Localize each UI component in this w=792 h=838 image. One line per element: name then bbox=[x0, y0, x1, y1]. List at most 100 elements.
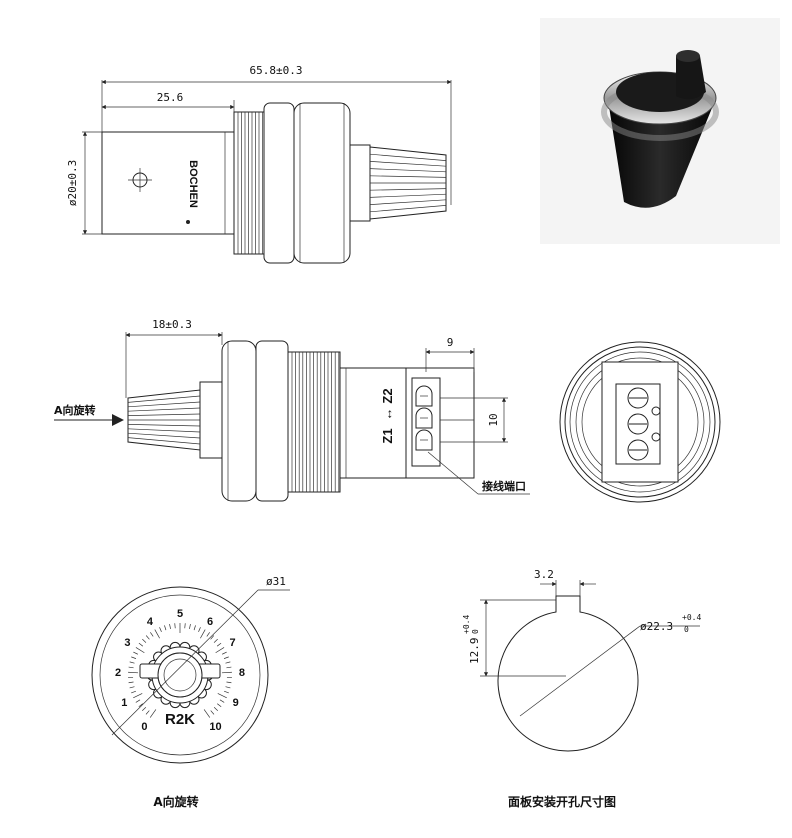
dial-tick bbox=[149, 709, 157, 718]
z1-label: Z1 bbox=[380, 428, 395, 443]
dim-key-height-tol-upper: +0.4 bbox=[462, 615, 471, 634]
dim-key-height: 12.9 bbox=[468, 638, 481, 665]
dial-tick bbox=[222, 651, 227, 655]
knob-ridge bbox=[369, 168, 447, 173]
dial-number: 2 bbox=[115, 667, 121, 679]
knob-ridge bbox=[127, 424, 201, 427]
dial-tick bbox=[213, 707, 219, 711]
knob-ridge bbox=[127, 395, 201, 403]
dial-tick bbox=[189, 623, 191, 630]
dial-number: 4 bbox=[147, 616, 154, 628]
dial-tick bbox=[225, 686, 231, 689]
knob-ridge bbox=[127, 428, 201, 433]
dial-tick bbox=[145, 635, 150, 640]
knob-ridge bbox=[369, 175, 447, 178]
dial-tick bbox=[128, 681, 134, 684]
knob-ridge bbox=[127, 413, 201, 416]
dial-tick bbox=[135, 647, 145, 654]
dial-tick bbox=[216, 642, 222, 647]
direction-label: A向旋转 bbox=[54, 403, 96, 417]
dim-key-width: 3.2 bbox=[534, 568, 554, 581]
dial-tick bbox=[226, 666, 232, 669]
dial-number: 8 bbox=[239, 667, 245, 679]
dial-tick bbox=[128, 671, 139, 674]
dial-tick bbox=[135, 699, 141, 703]
dial-model-label: R2K bbox=[165, 711, 195, 728]
dial-tick bbox=[133, 693, 143, 699]
side-view-top: 65.8±0.3 25.6 ø20±0.3 BOCHEN bbox=[66, 64, 452, 264]
brand-dot bbox=[186, 220, 190, 224]
dim-body-length: 25.6 bbox=[157, 91, 184, 104]
product-photo bbox=[540, 18, 780, 244]
dial-number: 10 bbox=[209, 721, 221, 733]
dial-number: 5 bbox=[177, 608, 183, 620]
dial-tick bbox=[221, 671, 232, 674]
knob-ridge bbox=[369, 205, 447, 213]
dial-tick bbox=[225, 661, 231, 664]
dial-tick bbox=[200, 629, 206, 639]
dial-tick bbox=[154, 629, 160, 639]
dial-tick bbox=[138, 642, 144, 647]
dial-tick bbox=[138, 703, 143, 708]
dial-tick bbox=[215, 647, 225, 654]
knob-ridge bbox=[127, 432, 201, 439]
z2-label: Z2 bbox=[380, 388, 395, 403]
dial-tick bbox=[129, 661, 135, 664]
knob-ridge bbox=[369, 193, 447, 198]
dial-tick bbox=[131, 690, 137, 694]
rear-view bbox=[559, 341, 721, 503]
dial-tick bbox=[142, 638, 147, 643]
knob-ridge bbox=[369, 188, 447, 191]
knob-ridge bbox=[369, 161, 447, 167]
dial-tick bbox=[223, 656, 229, 659]
dial-tick bbox=[141, 707, 147, 711]
knob-ridge bbox=[369, 153, 447, 161]
dial-tick bbox=[217, 693, 227, 699]
dial-tick bbox=[193, 625, 196, 631]
dim-diameter: ø20±0.3 bbox=[66, 160, 79, 206]
dial-tick bbox=[226, 681, 232, 684]
dim-terminal-pitch: 10 bbox=[487, 413, 500, 426]
dial-view: 0 1 2 3 4 5 6 7 8 9 10 R2K ø31 bbox=[91, 575, 290, 764]
dial-tick bbox=[129, 686, 135, 689]
z-arrow-icon: ↔ bbox=[380, 408, 395, 421]
dial-number: 0 bbox=[141, 721, 147, 733]
dim-overall-length: 65.8±0.3 bbox=[250, 64, 303, 77]
terminal-port-label: 接线端口 bbox=[482, 479, 526, 493]
dial-tick bbox=[206, 632, 210, 637]
dial-tick bbox=[164, 625, 167, 631]
dial-tick bbox=[145, 710, 150, 715]
dial-number: 3 bbox=[124, 637, 130, 649]
caption-panel-cutout: 面板安装开孔尺寸图 bbox=[508, 794, 616, 809]
brand-label: BOCHEN bbox=[187, 160, 199, 208]
dial-tick bbox=[128, 666, 134, 669]
dial-tick bbox=[174, 623, 176, 629]
knob-ridge bbox=[369, 199, 447, 205]
dial-tick bbox=[133, 651, 138, 655]
dial-tick bbox=[210, 710, 215, 715]
dial-tick bbox=[131, 656, 137, 659]
dial-tick bbox=[217, 703, 222, 708]
dial-tick bbox=[150, 632, 154, 637]
dim-knob-offset: 18±0.3 bbox=[152, 318, 192, 331]
dial-tick bbox=[223, 690, 229, 694]
dim-hole-diameter: ø22.3 bbox=[640, 620, 673, 633]
side-view-middle: 18±0.3 A向旋转 Z1 ↔ Z2 9 bbox=[54, 318, 530, 502]
dial-tick bbox=[159, 627, 162, 632]
dial-number: 1 bbox=[121, 697, 127, 709]
dim-terminal-width: 9 bbox=[447, 336, 454, 349]
dial-tick bbox=[213, 638, 218, 643]
panel-cutout: 3.2 12.9 +0.4 0 ø22.3 +0.4 0 bbox=[462, 568, 701, 752]
knob-ridge bbox=[127, 407, 201, 412]
dial-tick bbox=[203, 709, 211, 718]
dial-number: 7 bbox=[230, 637, 236, 649]
dial-tick bbox=[210, 635, 215, 640]
dial-tick bbox=[184, 623, 186, 629]
dim-dial-diameter: ø31 bbox=[266, 575, 286, 588]
dim-hole-tol-upper: +0.4 bbox=[682, 613, 701, 622]
knob-ridge bbox=[127, 437, 201, 445]
dial-number: 6 bbox=[207, 616, 213, 628]
dial-number: 9 bbox=[233, 697, 239, 709]
knob-ridge bbox=[127, 401, 201, 408]
